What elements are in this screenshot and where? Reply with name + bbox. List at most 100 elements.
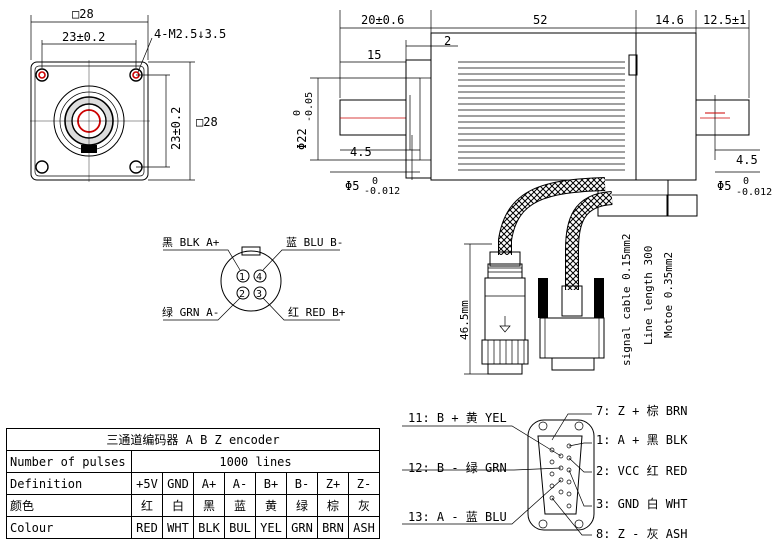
table-cell: YEL xyxy=(255,516,287,539)
pulses-value: 1000 lines xyxy=(131,450,380,473)
table-cell: BRN xyxy=(317,516,349,539)
table-cell: 白 xyxy=(162,494,194,517)
svg-text:Φ22: Φ22 xyxy=(295,128,309,150)
table-cell: B- xyxy=(286,472,318,495)
output-shaft xyxy=(339,99,407,136)
pin7-label: 7: Z + 棕 BRN xyxy=(596,403,687,418)
table-cell: GND xyxy=(162,472,194,495)
definition-label: Definition xyxy=(6,472,132,495)
side-view: 20±0.6 52 14.6 12.5±1 15 2 4.5 4.5 Φ22 0… xyxy=(292,10,772,375)
pin1-label: 1: A + 黑 BLK xyxy=(596,433,688,447)
table-row: Number of pulses 1000 lines xyxy=(6,450,380,473)
outer-size-label: □28 xyxy=(72,7,94,21)
svg-text:Φ5: Φ5 xyxy=(345,179,359,193)
side-size-label: □28 xyxy=(196,115,218,129)
table-cell: BLK xyxy=(193,516,225,539)
table-cell: ASH xyxy=(348,516,380,539)
pin-2 xyxy=(236,286,250,300)
pin3-label: 3: GND 白 WHT xyxy=(596,496,687,511)
wire-blk-label: 黑 BLK A+ xyxy=(162,236,220,249)
table-cell: 棕 xyxy=(317,494,349,517)
svg-text:3: 3 xyxy=(256,289,262,300)
rear-shaft xyxy=(695,99,750,136)
table-cell: 蓝 xyxy=(224,494,256,517)
svg-text:0: 0 xyxy=(743,176,749,187)
pin2-label: 2: VCC 红 RED xyxy=(596,463,687,478)
pin8-label: 8: Z - 灰 ASH xyxy=(596,527,687,541)
encoder-housing xyxy=(635,32,697,181)
dim-12-5: 12.5±1 xyxy=(703,13,746,27)
table-cell: Z+ xyxy=(317,472,349,495)
color-cn-label: 颜色 xyxy=(6,494,132,517)
wire-grn-label: 绿 GRN A- xyxy=(162,305,219,319)
svg-text:2: 2 xyxy=(239,289,245,300)
table-cell: 黄 xyxy=(255,494,287,517)
svg-text:4: 4 xyxy=(256,272,262,283)
dim-4-5-right: 4.5 xyxy=(736,153,758,167)
dim-52: 52 xyxy=(533,13,547,27)
table-title: 三通道编码器 A B Z encoder xyxy=(6,428,380,451)
dim-2: 2 xyxy=(444,34,451,48)
table-cell: 灰 xyxy=(348,494,380,517)
line-length-label: Line length 300 xyxy=(642,246,655,345)
wire-red-label: 红 RED B+ xyxy=(288,306,346,319)
pin-3 xyxy=(253,286,267,300)
dim-20: 20±0.6 xyxy=(361,13,404,27)
encoder-table: 三通道编码器 A B Z encoder Number of pulses 10… xyxy=(6,428,380,539)
pin-1 xyxy=(236,269,250,283)
phi5-left-label: Φ5 0 -0.012 xyxy=(345,176,400,197)
signal-cable-label: signal cable 0.15mm2 xyxy=(620,234,633,366)
db15-connector: 11: B + 黄 YEL 12: B - 绿 GRN 13: A - 蓝 BL… xyxy=(402,403,688,541)
svg-text:-0.05: -0.05 xyxy=(304,92,315,122)
mount-hole-tl xyxy=(35,68,49,82)
table-cell: RED xyxy=(131,516,163,539)
motor-connector-diagram: 1 4 2 3 黑 BLK A+ 蓝 BLU B- 绿 GRN A- 红 RED… xyxy=(162,236,346,321)
db-connector-side xyxy=(538,278,605,371)
table-cell: Z- xyxy=(348,472,380,495)
svg-text:0: 0 xyxy=(372,176,378,187)
table-cell: A+ xyxy=(193,472,225,495)
connector-outer xyxy=(220,250,282,312)
pin-4 xyxy=(253,269,267,283)
dim-4-5-left: 4.5 xyxy=(350,145,372,159)
cooling-fins xyxy=(458,61,625,171)
table-cell: 绿 xyxy=(286,494,318,517)
table-row: 颜色 红 白 黑 蓝 黄 绿 棕 灰 xyxy=(6,494,380,517)
pulses-label: Number of pulses xyxy=(6,450,132,473)
phi22-label: Φ22 0 -0.05 xyxy=(292,92,315,150)
pin12-label: 12: B - 绿 GRN xyxy=(408,460,507,475)
dim-14-6: 14.6 xyxy=(655,13,684,27)
table-cell: B+ xyxy=(255,472,287,495)
phi5-right-label: Φ5 0 -0.012 xyxy=(717,176,772,198)
table-row: Colour RED WHT BLK BUL YEL GRN BRN ASH xyxy=(6,516,380,539)
table-cell: WHT xyxy=(162,516,194,539)
table-row: Definition +5V GND A+ A- B+ B- Z+ Z- xyxy=(6,472,380,495)
mount-hole-bl xyxy=(35,160,49,174)
mount-holes-label: 4-M2.5↓3.5 xyxy=(154,27,226,41)
dim-15: 15 xyxy=(367,48,381,62)
svg-text:-0.012: -0.012 xyxy=(736,187,772,198)
front-view: □28 23±0.2 4-M2.5↓3.5 23±0.2 □28 xyxy=(30,7,226,182)
hole-spacing-v-label: 23±0.2 xyxy=(169,107,183,150)
table-cell: GRN xyxy=(286,516,318,539)
wire-blu-label: 蓝 BLU B- xyxy=(286,236,343,249)
pin13-label: 13: A - 蓝 BLU xyxy=(408,510,507,524)
connector-length-label: 46.5mm xyxy=(458,300,471,340)
table-cell: A- xyxy=(224,472,256,495)
signal-cable xyxy=(499,178,606,255)
svg-text:0: 0 xyxy=(292,110,303,116)
motor-cable xyxy=(566,192,613,290)
svg-text:1: 1 xyxy=(239,272,245,283)
motor-cable-label: Motoe 0.35mm2 xyxy=(662,252,675,338)
pin11-label: 11: B + 黄 YEL xyxy=(408,411,507,425)
table-cell: 红 xyxy=(131,494,163,517)
svg-text:Φ5: Φ5 xyxy=(717,179,731,193)
hole-spacing-h-label: 23±0.2 xyxy=(62,30,105,44)
table-cell: +5V xyxy=(131,472,163,495)
svg-text:-0.012: -0.012 xyxy=(364,186,400,197)
colour-label: Colour xyxy=(6,516,132,539)
table-cell: BUL xyxy=(224,516,256,539)
round-connector xyxy=(481,251,529,375)
